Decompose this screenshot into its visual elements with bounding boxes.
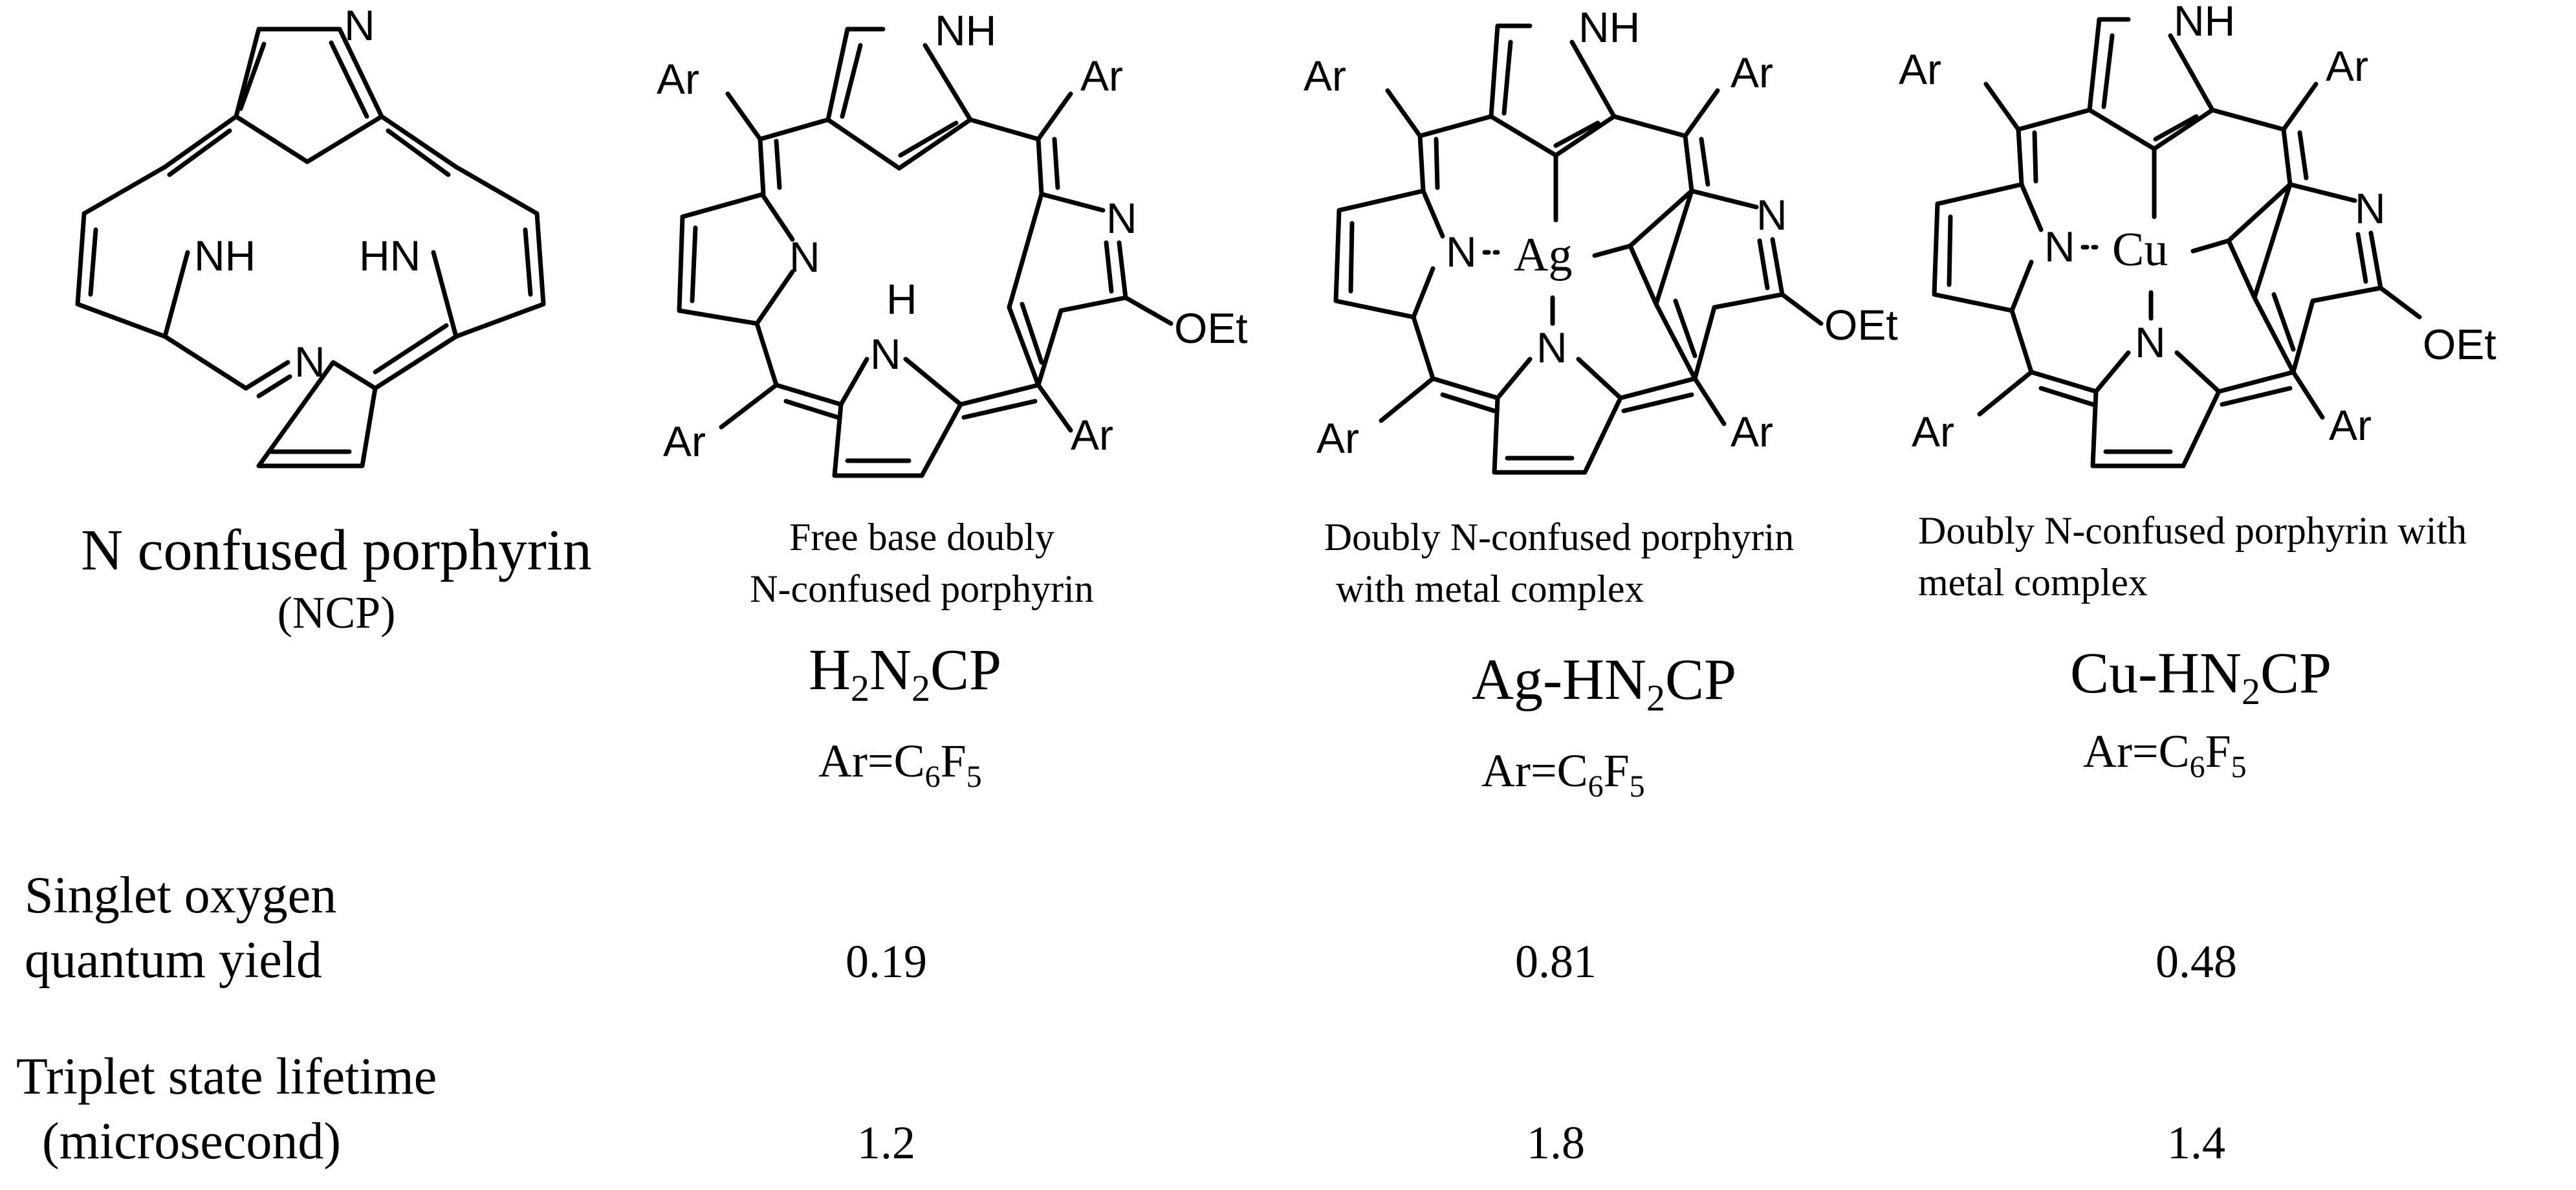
ag-n-right: N	[1756, 191, 1787, 239]
cu-desc-line1: Doubly N-confused porphyrin with	[1918, 509, 2467, 552]
cu-n-left: N	[2044, 223, 2075, 270]
h2n2cp-caption: Free base doubly N-confused porphyrin H2…	[750, 516, 1094, 794]
ncp-abbrev: (NCP)	[278, 588, 396, 638]
cu-ar-br: Ar	[2329, 401, 2372, 449]
ag-ar-br: Ar	[1730, 408, 1773, 456]
ag-ar-formula: Ar=C6F5	[1481, 745, 1645, 804]
h2n2cp-ar-bl: Ar	[663, 417, 706, 465]
property-value: 0.81	[1515, 936, 1597, 987]
ag-n-left: N	[1446, 228, 1477, 276]
h2n2cp-desc-line2: N-confused porphyrin	[750, 567, 1094, 610]
h2n2cp-h-center: H	[886, 275, 917, 323]
ag-bonds	[1333, 23, 1824, 475]
h2n2cp-ar-tr: Ar	[1080, 52, 1123, 100]
ncp-bonds	[75, 27, 546, 468]
property-value: 1.8	[1527, 1117, 1585, 1169]
ncp-name: N confused porphyrin	[81, 518, 592, 582]
h2n2cp-bonds	[677, 27, 1173, 478]
ag-desc-line1: Doubly N-confused porphyrin	[1324, 516, 1795, 558]
ag-nh-top: NH	[1578, 3, 1640, 51]
ag-ar-tl: Ar	[1304, 52, 1346, 100]
h2n2cp-n-left: N	[789, 233, 820, 281]
ncp-n-top: N	[344, 1, 375, 49]
h2n2cp-desc-line1: Free base doubly	[789, 516, 1054, 558]
cu-caption: Doubly N-confused porphyrin with metal c…	[1918, 509, 2467, 784]
cu-oet: OEt	[2423, 320, 2496, 368]
cu-bonds	[1932, 17, 2422, 468]
ncp-hn-right: HN	[359, 232, 420, 280]
h2n2cp-structure: NH Ar Ar N H N N OEt Ar Ar	[657, 6, 1248, 478]
ag-code: Ag-HN2CP	[1472, 648, 1736, 719]
property-row-triplet-lifetime: Triplet state lifetime (microsecond) 1.2…	[16, 1048, 2225, 1170]
ncp-caption: N confused porphyrin (NCP)	[81, 518, 592, 638]
property-value: 1.4	[2167, 1117, 2225, 1169]
ag-caption: Doubly N-confused porphyrin with metal c…	[1324, 516, 1795, 804]
ncp-nh-left: NH	[194, 232, 256, 280]
ag-ar-bl: Ar	[1316, 414, 1359, 462]
cu-desc-line2: metal complex	[1918, 561, 2148, 604]
h2n2cp-nh-center: N	[870, 330, 901, 378]
h2n2cp-ar-br: Ar	[1071, 411, 1113, 459]
ag-oet: OEt	[1824, 301, 1898, 349]
ncp-structure: N NH HN N	[75, 1, 546, 468]
h2n2cp-ar-tl: Ar	[657, 55, 699, 103]
ncp-n-bottom: N	[294, 338, 325, 386]
property-value: 0.19	[846, 936, 927, 987]
property-label-line2: quantum yield	[25, 932, 322, 989]
ag-desc-line2: with metal complex	[1336, 567, 1644, 610]
property-label-line1: Singlet oxygen	[25, 867, 336, 924]
ag-structure: NH Ar Ar N Ag N N OEt Ar Ar	[1304, 3, 1898, 475]
h2n2cp-n-right: N	[1106, 194, 1137, 242]
cu-nh-top: NH	[2174, 0, 2235, 45]
cu-ar-formula: Ar=C6F5	[2083, 725, 2247, 784]
cu-n-right: N	[2355, 184, 2386, 232]
ag-ar-tr: Ar	[1730, 49, 1773, 96]
property-value: 1.2	[857, 1117, 915, 1169]
property-value: 0.48	[2156, 936, 2237, 987]
h2n2cp-nh-top: NH	[935, 6, 996, 54]
property-label-line2: (microsecond)	[42, 1113, 341, 1170]
cu-ar-bl: Ar	[1912, 408, 1954, 456]
h2n2cp-code: H2N2CP	[809, 638, 1001, 709]
cu-code: Cu-HN2CP	[2070, 641, 2331, 712]
h2n2cp-oet: OEt	[1174, 304, 1248, 352]
cu-n-bottom: N	[2135, 318, 2166, 366]
property-row-singlet-oxygen: Singlet oxygen quantum yield 0.19 0.81 0…	[25, 867, 2237, 989]
cu-metal: Cu	[2112, 223, 2168, 276]
h2n2cp-ar-formula: Ar=C6F5	[818, 735, 982, 794]
ag-n-bottom: N	[1536, 324, 1567, 371]
cu-structure: NH Ar Ar N Cu N N OEt Ar Ar	[1899, 0, 2496, 468]
cu-ar-tl: Ar	[1899, 45, 1941, 93]
property-label-line1: Triplet state lifetime	[16, 1048, 437, 1105]
cu-ar-tr: Ar	[2326, 42, 2368, 90]
ag-metal: Ag	[1514, 228, 1572, 281]
